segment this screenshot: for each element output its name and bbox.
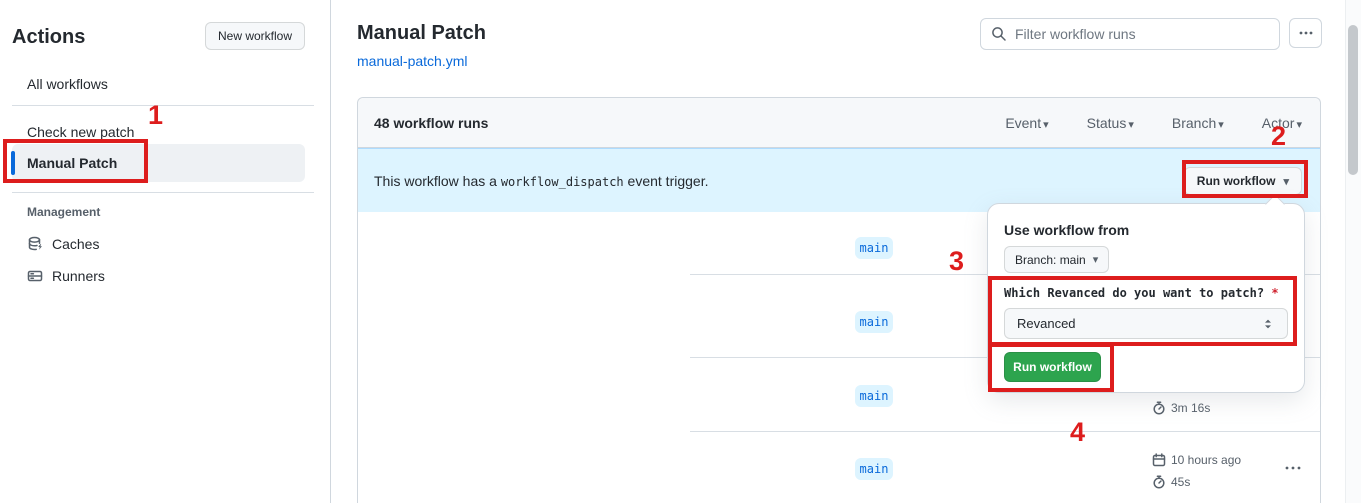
- chevron-down-icon: ▾: [1296, 118, 1302, 131]
- sidebar-item-label: Runners: [52, 268, 105, 284]
- sidebar-item-label: Caches: [52, 236, 100, 252]
- kebab-icon: [1285, 466, 1301, 470]
- sidebar-item-runners[interactable]: Runners: [27, 268, 105, 284]
- run-workflow-dropdown-button[interactable]: Run workflow ▾: [1183, 167, 1302, 195]
- annotation-number-4: 4: [1070, 417, 1086, 447]
- management-section-label: Management: [27, 205, 101, 219]
- actor-filter-dropdown[interactable]: Actor▾: [1261, 114, 1302, 131]
- workflow-file-link[interactable]: manual-patch.yml: [357, 53, 468, 69]
- workflow-runs-panel: 48 workflow runs Event▾ Status▾ Branch▾ …: [357, 97, 1321, 503]
- annotation-number-3: 3: [949, 246, 965, 276]
- sidebar-item-check-new-patch[interactable]: Check new patch: [27, 124, 135, 140]
- chevron-down-icon: ▾: [1092, 254, 1099, 266]
- sidebar-border: [330, 0, 331, 503]
- revanced-select[interactable]: Revanced: [1004, 308, 1288, 339]
- chevron-down-icon: ▾: [1218, 118, 1224, 131]
- branch-badge[interactable]: main: [855, 237, 893, 259]
- calendar-icon: [1152, 453, 1166, 467]
- run-date: 10 hours ago: [1152, 453, 1241, 467]
- more-options-button[interactable]: [1289, 18, 1322, 48]
- new-workflow-button[interactable]: New workflow: [205, 22, 305, 50]
- workflow-dispatch-banner: This workflow has a workflow_dispatch ev…: [358, 148, 1320, 212]
- branch-selector-button[interactable]: Branch: main ▾: [1004, 246, 1110, 273]
- run-duration: 45s: [1152, 475, 1190, 489]
- stopwatch-icon: [1153, 475, 1165, 489]
- banner-text: This workflow has a workflow_dispatch ev…: [374, 172, 709, 189]
- event-filter-dropdown[interactable]: Event▾: [1005, 114, 1049, 131]
- run-duration: 3m 16s: [1152, 401, 1210, 415]
- filter-workflow-runs-input[interactable]: [1015, 26, 1269, 42]
- branch-badge[interactable]: main: [855, 458, 893, 480]
- scrollbar-thumb[interactable]: [1348, 25, 1358, 175]
- annotation-number-1: 1: [148, 100, 164, 130]
- chevron-down-icon: ▾: [1128, 118, 1134, 131]
- runs-count-label: 48 workflow runs: [374, 114, 489, 131]
- annotation-number-2: 2: [1271, 121, 1287, 151]
- sidebar-item-manual-patch[interactable]: Manual Patch: [11, 144, 305, 182]
- run-workflow-submit-button[interactable]: Run workflow: [1004, 352, 1101, 382]
- kebab-icon: [1299, 31, 1312, 35]
- sidebar-item-all-workflows[interactable]: All workflows: [27, 76, 108, 92]
- sidebar-divider: [12, 192, 314, 193]
- sidebar-item-label: Manual Patch: [27, 155, 118, 171]
- chevron-down-icon: ▾: [1043, 118, 1049, 131]
- sidebar-item-caches[interactable]: Caches: [27, 236, 99, 252]
- stopwatch-icon: [1153, 401, 1165, 415]
- branch-filter-dropdown[interactable]: Branch▾: [1171, 114, 1224, 131]
- row-divider: [690, 431, 1320, 432]
- run-options-button[interactable]: [1283, 460, 1303, 481]
- runners-icon: [27, 270, 43, 282]
- branch-badge[interactable]: main: [855, 385, 893, 407]
- sidebar-title: Actions: [12, 26, 86, 48]
- search-icon: [992, 27, 1006, 41]
- use-workflow-from-label: Use workflow from: [1004, 222, 1130, 238]
- chevron-down-icon: ▾: [1283, 175, 1289, 188]
- status-filter-dropdown[interactable]: Status▾: [1086, 114, 1134, 131]
- cache-icon: [28, 236, 42, 251]
- selected-indicator-bar: [11, 151, 15, 175]
- sidebar-divider: [12, 105, 314, 106]
- code-workflow-dispatch: workflow_dispatch: [500, 174, 624, 189]
- filter-workflow-runs-box: [980, 18, 1280, 50]
- page-title: Manual Patch: [357, 22, 486, 44]
- branch-badge[interactable]: main: [855, 311, 893, 333]
- required-marker: *: [1271, 286, 1279, 300]
- sort-updown-icon: [1265, 319, 1271, 328]
- run-workflow-dialog: Use workflow from Branch: main ▾ Which R…: [987, 203, 1305, 393]
- workflow-input-label: Which Revanced do you want to patch? *: [1004, 286, 1279, 300]
- runs-filter-bar: Event▾ Status▾ Branch▾ Actor▾: [1005, 115, 1302, 131]
- actions-sidebar: Actions New workflow All workflows Check…: [0, 0, 330, 503]
- runs-list-header: 48 workflow runs Event▾ Status▾ Branch▾ …: [358, 98, 1320, 148]
